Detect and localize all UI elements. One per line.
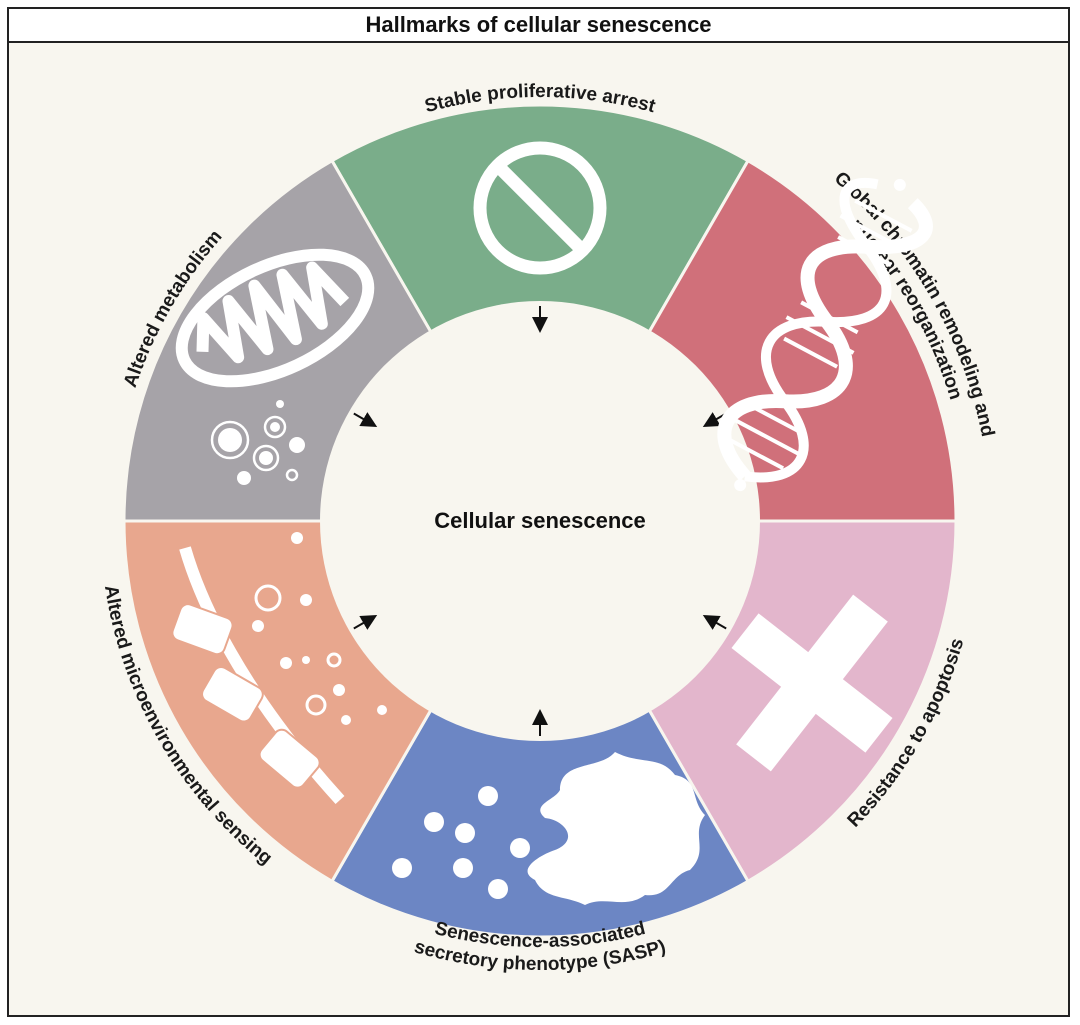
cross-icon: [731, 594, 893, 772]
figure-title: Hallmarks of cellular senescence: [9, 9, 1068, 43]
membrane-receptor-icon: [171, 532, 387, 805]
arrow-icon: [353, 412, 378, 428]
arrow-icon: [353, 614, 378, 630]
dna-helix-icon: [717, 177, 933, 492]
center-circle: [320, 301, 760, 741]
arrow-icon: [702, 614, 727, 630]
mitochondrion-icon: [175, 248, 375, 485]
no-entry-icon: [473, 141, 607, 275]
center-label: Cellular senescence: [434, 508, 646, 533]
secreting-cell-icon: [392, 752, 705, 905]
